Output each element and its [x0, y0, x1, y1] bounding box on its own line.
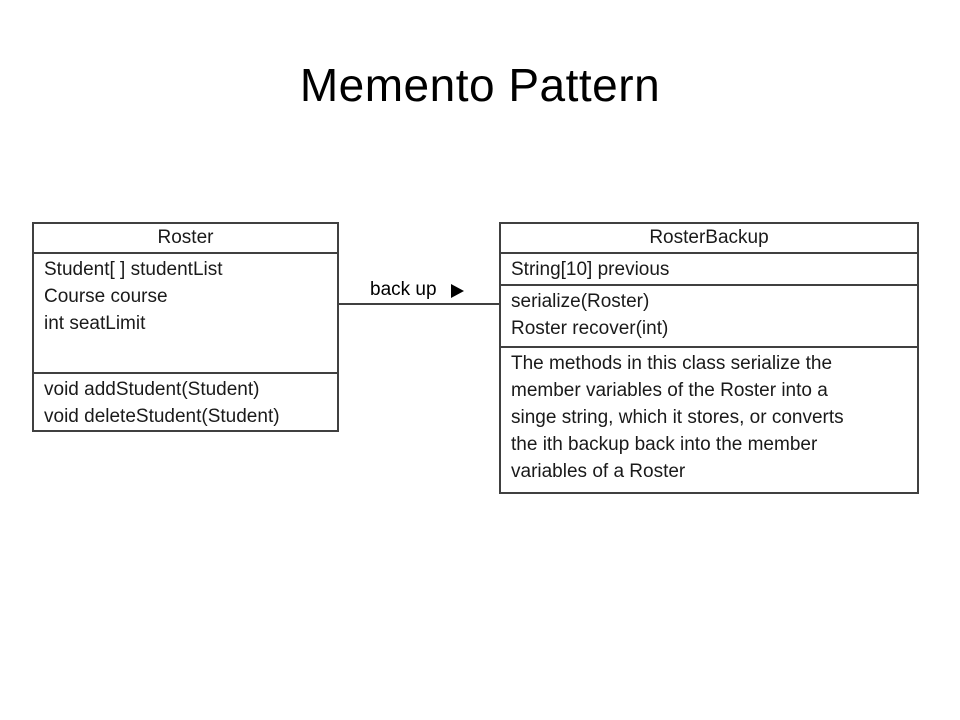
roster-class-name: Roster — [34, 224, 337, 254]
rosterbackup-description: The methods in this class serialize the … — [501, 348, 917, 485]
rosterbackup-class-name: RosterBackup — [501, 224, 917, 254]
description-line: variables of a Roster — [511, 461, 686, 482]
direction-arrow-icon — [451, 284, 464, 298]
description-line: the ith backup back into the member — [511, 434, 818, 455]
rosterbackup-class-box: RosterBackup String[10] previous seriali… — [499, 222, 919, 494]
association-line — [339, 303, 499, 305]
roster-attribute: int seatLimit — [44, 313, 146, 334]
rosterbackup-attribute: String[10] previous — [511, 259, 670, 280]
description-line: member variables of the Roster into a — [511, 380, 828, 401]
rosterbackup-attributes: String[10] previous — [501, 254, 917, 286]
association-label: back up — [370, 279, 437, 300]
roster-operation: void deleteStudent(Student) — [44, 406, 280, 427]
roster-attribute: Student[ ] studentList — [44, 259, 223, 280]
roster-class-box: Roster Student[ ] studentList Course cou… — [32, 222, 339, 432]
rosterbackup-operation: Roster recover(int) — [511, 318, 669, 339]
description-line: singe string, which it stores, or conver… — [511, 407, 844, 428]
slide-title: Memento Pattern — [299, 59, 661, 111]
rosterbackup-operations: serialize(Roster) Roster recover(int) — [501, 286, 917, 348]
roster-attribute: Course course — [44, 286, 168, 307]
roster-operations: void addStudent(Student) void deleteStud… — [34, 374, 337, 430]
roster-attributes: Student[ ] studentList Course course int… — [34, 254, 337, 374]
rosterbackup-operation: serialize(Roster) — [511, 291, 650, 312]
roster-operation: void addStudent(Student) — [44, 379, 260, 400]
description-line: The methods in this class serialize the — [511, 353, 833, 374]
